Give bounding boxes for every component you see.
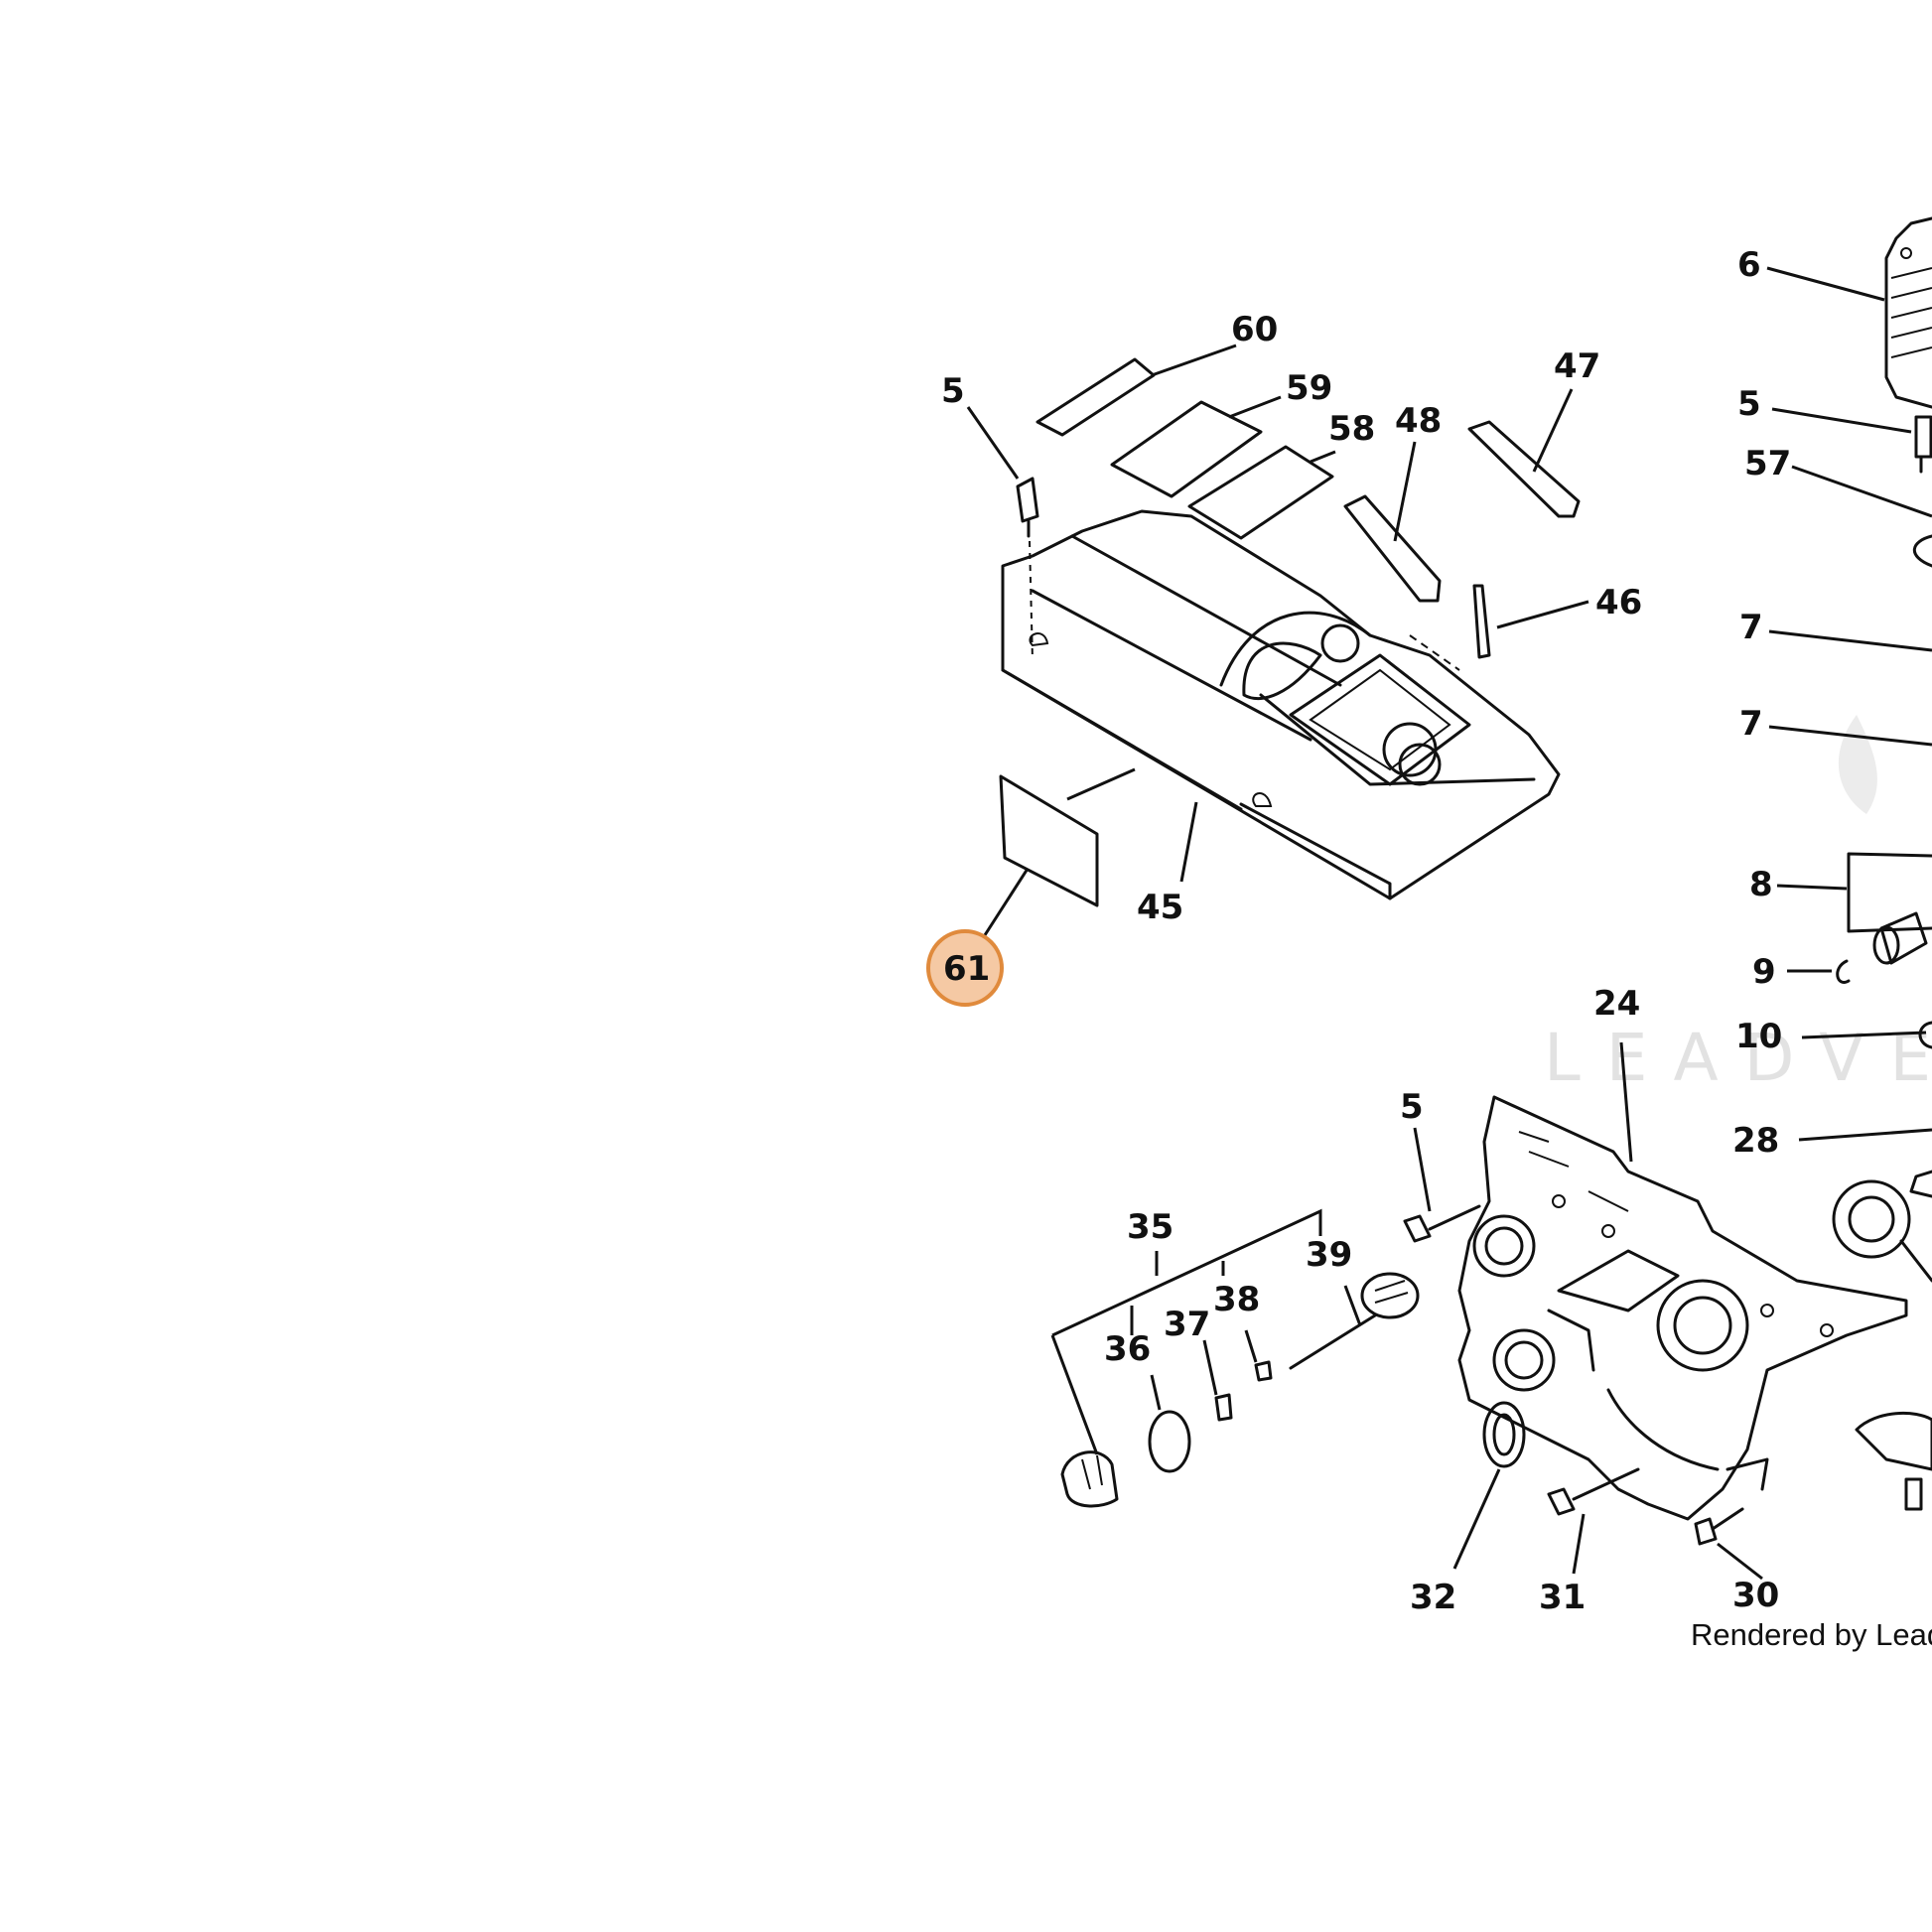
part-35-cap-kit[interactable]	[1050, 1208, 1322, 1508]
leader-45b	[1179, 801, 1198, 883]
part-31-bolt[interactable]	[1547, 1467, 1640, 1575]
leader-7b	[1768, 725, 1932, 747]
callout-48[interactable]: 48	[1395, 401, 1442, 441]
part-10-bearing[interactable]	[1801, 1021, 1932, 1049]
part-61-decal[interactable]	[981, 774, 1099, 939]
callout-31[interactable]: 31	[1539, 1578, 1586, 1617]
callout-7-lower[interactable]: 7	[1739, 704, 1763, 744]
watermark-logo-icon	[1838, 715, 1877, 814]
part-58-decal[interactable]	[1187, 445, 1336, 540]
part-36-oring[interactable]	[1148, 1374, 1191, 1473]
callout-39[interactable]: 39	[1306, 1235, 1352, 1275]
callout-47[interactable]: 47	[1554, 346, 1600, 386]
part-5-bolt-bottom[interactable]	[1403, 1127, 1481, 1243]
part-5-bolt-right[interactable]	[1771, 407, 1932, 474]
callout-7-upper[interactable]: 7	[1739, 608, 1763, 647]
callout-5-right[interactable]: 5	[1737, 384, 1761, 424]
part-6-cylinder[interactable]	[1766, 216, 1932, 409]
part-32-seal[interactable]	[1452, 1401, 1526, 1570]
callout-58[interactable]: 58	[1328, 409, 1375, 449]
leader-45a	[1066, 767, 1136, 801]
callout-24[interactable]: 24	[1593, 984, 1640, 1024]
leader-28	[1798, 1128, 1932, 1142]
part-48-rail[interactable]	[1343, 441, 1442, 603]
callout-38[interactable]: 38	[1213, 1280, 1260, 1319]
callout-9[interactable]: 9	[1752, 952, 1776, 992]
callout-5-top[interactable]: 5	[941, 371, 965, 411]
part-46-stud[interactable]	[1409, 584, 1589, 671]
callout-5-bottom[interactable]: 5	[1400, 1087, 1424, 1127]
callout-36[interactable]: 36	[1104, 1329, 1151, 1369]
callout-32[interactable]: 32	[1410, 1578, 1456, 1617]
part-59-decal[interactable]	[1110, 395, 1282, 498]
part-24-crankcase[interactable]	[1457, 1041, 1908, 1521]
highlighted-callout-61[interactable]: 61	[926, 929, 1004, 1007]
callout-28[interactable]: 28	[1732, 1121, 1779, 1161]
watermark-text: LEADVE	[1544, 1020, 1932, 1096]
part-45-tank-housing[interactable]	[1001, 509, 1561, 900]
callout-35[interactable]: 35	[1127, 1207, 1173, 1247]
part-37-screw[interactable]	[1202, 1339, 1233, 1422]
callout-30[interactable]: 30	[1732, 1576, 1779, 1615]
part-bearing-right[interactable]	[1832, 1179, 1932, 1283]
part-5-bolt-top[interactable]	[966, 406, 1039, 661]
part-right-lower-fragment	[1855, 1411, 1932, 1511]
callout-61: 61	[943, 949, 990, 989]
callout-45[interactable]: 45	[1137, 888, 1183, 927]
part-60-decal[interactable]	[1035, 344, 1237, 437]
leader-7a	[1768, 629, 1932, 652]
callout-57[interactable]: 57	[1744, 444, 1791, 483]
callout-60[interactable]: 60	[1231, 310, 1278, 349]
callout-10[interactable]: 10	[1735, 1017, 1782, 1056]
part-30-bolt[interactable]	[1694, 1507, 1763, 1581]
callout-46[interactable]: 46	[1595, 583, 1642, 622]
callout-59[interactable]: 59	[1286, 368, 1332, 408]
callout-37[interactable]: 37	[1164, 1305, 1210, 1344]
part-57-gasket[interactable]	[1791, 465, 1932, 568]
callout-8[interactable]: 8	[1749, 865, 1773, 904]
highlight-circle	[926, 929, 1004, 1007]
part-47-rail[interactable]	[1467, 388, 1581, 518]
callout-6[interactable]: 6	[1737, 245, 1761, 285]
part-28-pin[interactable]	[1909, 1170, 1932, 1198]
part-9-clip[interactable]	[1787, 959, 1851, 984]
part-38-screw[interactable]	[1244, 1329, 1273, 1382]
part-39-dipstick[interactable]	[1289, 1272, 1420, 1370]
part-8-piston-pin[interactable]	[1776, 852, 1932, 965]
rendered-by-text: Rendered by LeadV	[1691, 1617, 1932, 1652]
